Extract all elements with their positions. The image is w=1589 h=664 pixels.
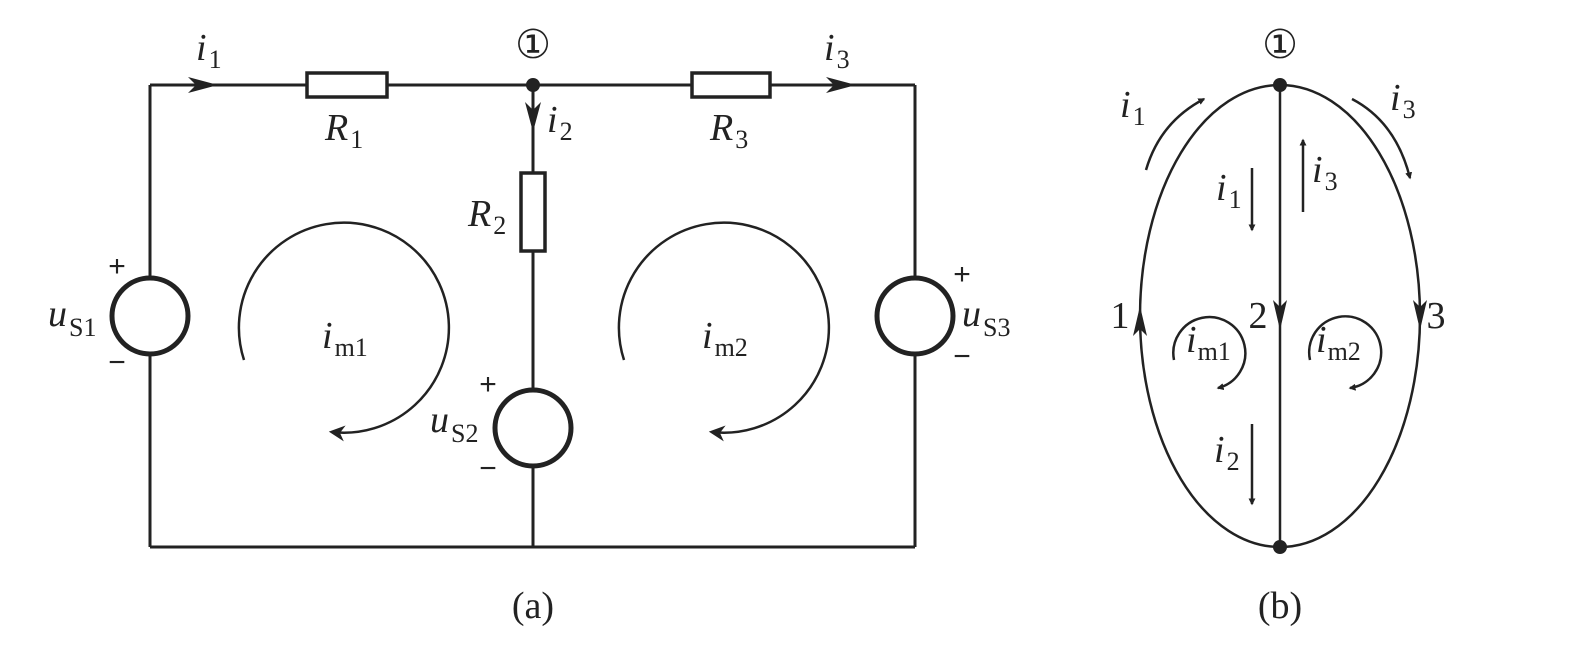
i3-arrow — [826, 77, 856, 93]
i1-outer-arrow — [1144, 97, 1206, 171]
label-i3: i3 — [824, 27, 850, 74]
figure-b: ① 1 2 3 i1 i3 i1 i3 i2 im1 im2 (b) — [1111, 22, 1446, 627]
branch-2-label: 2 — [1249, 295, 1268, 337]
branch-1-arrow — [1133, 306, 1147, 336]
branch-3-arrow — [1413, 300, 1427, 330]
us3-minus: − — [953, 340, 971, 373]
i3-outer-arrow — [1351, 97, 1413, 180]
figure-a: ① i1 i3 i2 R1 R3 R2 uS1 + − uS2 + − uS3 … — [48, 22, 1010, 627]
resistor-r1 — [305, 71, 389, 99]
label-i2-inner: i2 — [1214, 429, 1240, 476]
us3-plus: + — [953, 258, 971, 291]
branch-3-label: 3 — [1427, 295, 1446, 337]
branch-2-arrow — [1273, 300, 1287, 330]
label-i3-inner: i3 — [1312, 149, 1338, 196]
graph-node-top — [1273, 78, 1287, 92]
label-im2: im2 — [702, 315, 748, 362]
resistor-r3 — [690, 71, 772, 99]
us1-minus: − — [108, 346, 126, 379]
label-us3: uS3 — [962, 293, 1010, 342]
graph-node-1-label: ① — [1262, 22, 1298, 68]
mesh-1-arrow — [237, 221, 451, 442]
branch-1-label: 1 — [1111, 295, 1130, 337]
label-i1: i1 — [196, 27, 222, 74]
node-1-label: ① — [515, 22, 551, 68]
label-r1: R1 — [324, 107, 363, 154]
source-us3 — [874, 275, 956, 357]
label-us1: uS1 — [48, 293, 96, 342]
i1-arrow — [188, 77, 218, 93]
label-im1-graph: im1 — [1186, 319, 1231, 366]
label-us2: uS2 — [430, 399, 478, 448]
us2-minus: − — [479, 452, 497, 485]
node-1-dot — [526, 78, 540, 92]
caption-a: (a) — [512, 585, 554, 627]
label-i1-inner: i1 — [1216, 167, 1242, 214]
label-i3-outer: i3 — [1390, 77, 1416, 124]
mesh-1-graph-arrow — [1172, 315, 1247, 391]
source-us2 — [492, 387, 574, 469]
us2-plus: + — [479, 368, 497, 401]
us1-plus: + — [108, 250, 126, 283]
mesh-2-graph-arrow — [1307, 315, 1383, 391]
label-i2: i2 — [547, 99, 573, 146]
label-r3: R3 — [709, 107, 748, 154]
resistor-r2 — [519, 171, 547, 253]
label-im2-graph: im2 — [1316, 319, 1361, 366]
label-r2: R2 — [467, 193, 506, 240]
mesh-2-arrow — [617, 221, 831, 442]
label-im1: im1 — [322, 315, 368, 362]
caption-b: (b) — [1258, 585, 1302, 627]
label-i1-outer: i1 — [1120, 84, 1146, 131]
source-us1 — [109, 275, 191, 357]
i2-arrow — [525, 102, 541, 132]
graph-node-bottom — [1273, 540, 1287, 554]
